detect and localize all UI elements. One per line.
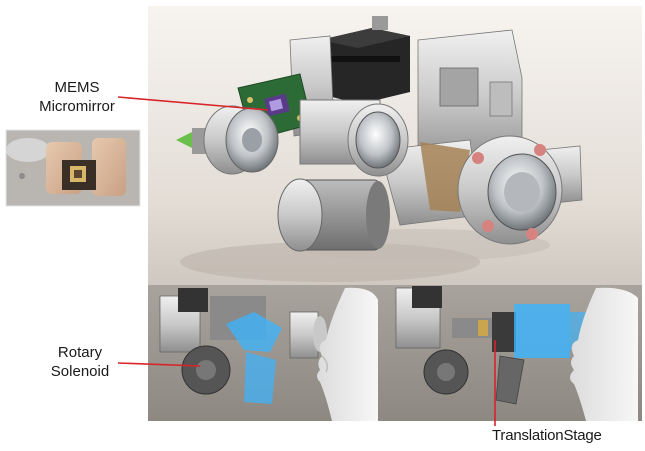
label-mems-line2: Micromirror (39, 98, 115, 115)
label-mems-micromirror: MEMS Micromirror (22, 78, 132, 116)
pointer-lines (117, 96, 496, 426)
pointer-line-mems (117, 96, 269, 111)
label-rotary-solenoid: Rotary Solenoid (30, 343, 130, 381)
label-solenoid-line2: Solenoid (50, 363, 110, 380)
label-translation-stage: TranslationStage (492, 427, 602, 444)
label-solenoid-line1: Rotary (57, 344, 103, 361)
left-lens-assembly (176, 105, 279, 175)
central-tube (299, 99, 409, 177)
left-view-rotary-solenoid (159, 287, 378, 421)
pointer-line-solenoid (117, 362, 201, 367)
label-mems-line1: MEMS (54, 79, 100, 96)
stepper-motor (320, 16, 410, 104)
mems-photo-inset (5, 129, 141, 207)
render-panel-bottom (148, 285, 642, 421)
right-lens-barrel (457, 135, 563, 245)
render-panel-top (148, 6, 642, 285)
right-view-translation-stage (395, 286, 638, 421)
solenoid-cylinder (277, 178, 390, 252)
